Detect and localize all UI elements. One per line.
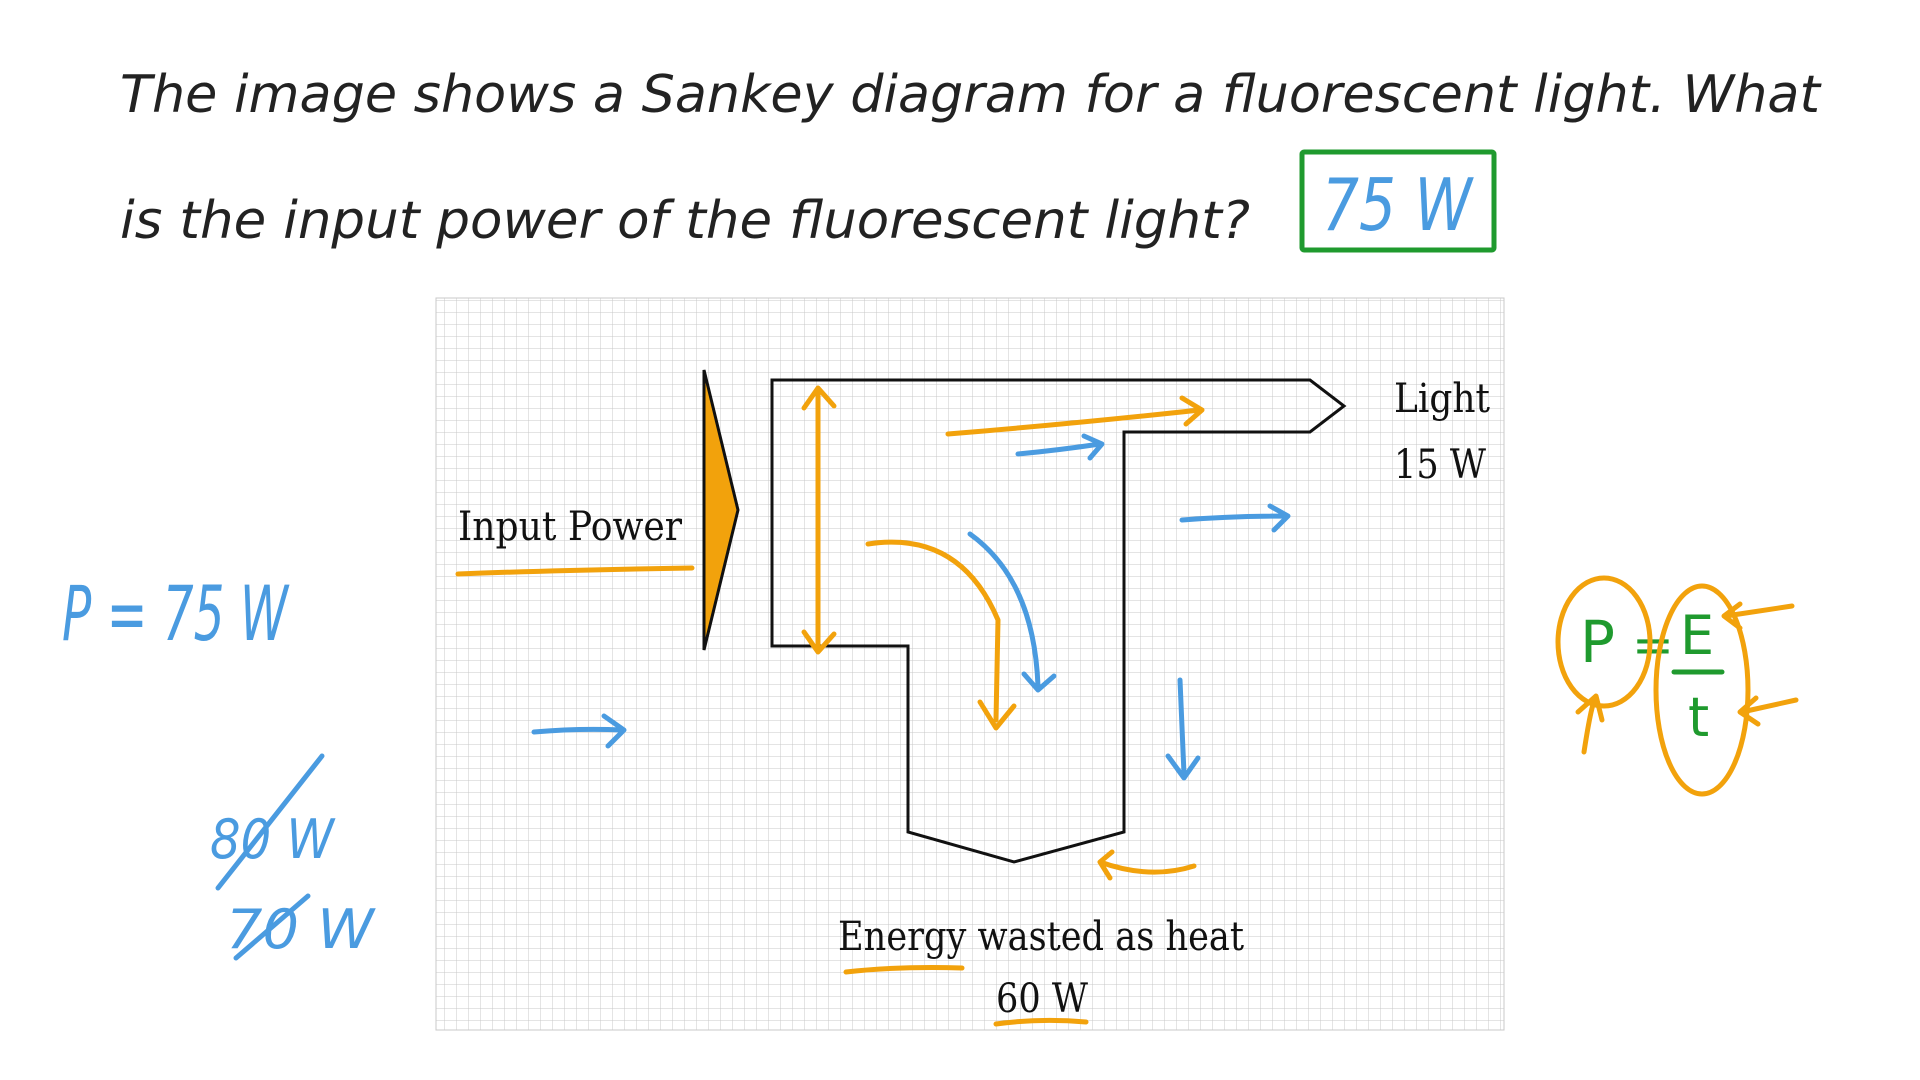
light-exit-arrow <box>1179 503 1291 533</box>
input-flow-arrow <box>531 713 627 749</box>
sankey-flow-outline <box>770 378 1347 864</box>
input-power-label: Input Power <box>458 504 683 550</box>
crossout-1 <box>215 753 325 891</box>
fraction-circle <box>1653 583 1751 797</box>
input-underline <box>455 565 695 577</box>
blue-annotations <box>215 433 1291 961</box>
heat-flow-arrow <box>865 539 1017 731</box>
answer-box <box>1299 149 1497 253</box>
light-flow-arrow-short <box>1015 433 1105 461</box>
heat-value: 60 W <box>996 976 1088 1022</box>
heat-label-underline <box>843 965 965 975</box>
answer-text: 75 W <box>1322 163 1474 247</box>
question-line-1: The image shows a Sankey diagram for a f… <box>120 65 1822 125</box>
width-tick-arrow <box>1097 849 1197 881</box>
power-result: P = 75 W <box>62 569 290 658</box>
t-pointer <box>1737 695 1799 727</box>
light-value: 15 W <box>1394 442 1486 488</box>
orange-annotations <box>455 385 1205 1027</box>
formula-denominator: t <box>1688 686 1709 749</box>
formula-lhs: P <box>1580 608 1615 676</box>
crossed-out-70w: 70 W <box>226 898 377 961</box>
light-label: Light <box>1394 376 1490 422</box>
light-flow-arrow <box>945 395 1205 437</box>
crossed-out-80w: 80 W <box>210 808 336 871</box>
p-pointer <box>1575 693 1605 755</box>
input-arrow-head <box>702 369 740 651</box>
p-circle <box>1555 575 1653 709</box>
height-double-arrow <box>801 385 837 655</box>
formula-numerator: E <box>1680 604 1714 667</box>
crossout-2 <box>233 893 311 961</box>
heat-label: Energy wasted as heat <box>838 914 1244 960</box>
question-line-2: is the input power of the fluorescent li… <box>120 191 1250 251</box>
heat-flow-curve <box>967 531 1057 693</box>
e-pointer <box>1721 601 1795 631</box>
heat-value-underline <box>993 1017 1089 1027</box>
formula-highlights <box>1555 575 1799 797</box>
heat-exit-arrow <box>1165 677 1201 781</box>
